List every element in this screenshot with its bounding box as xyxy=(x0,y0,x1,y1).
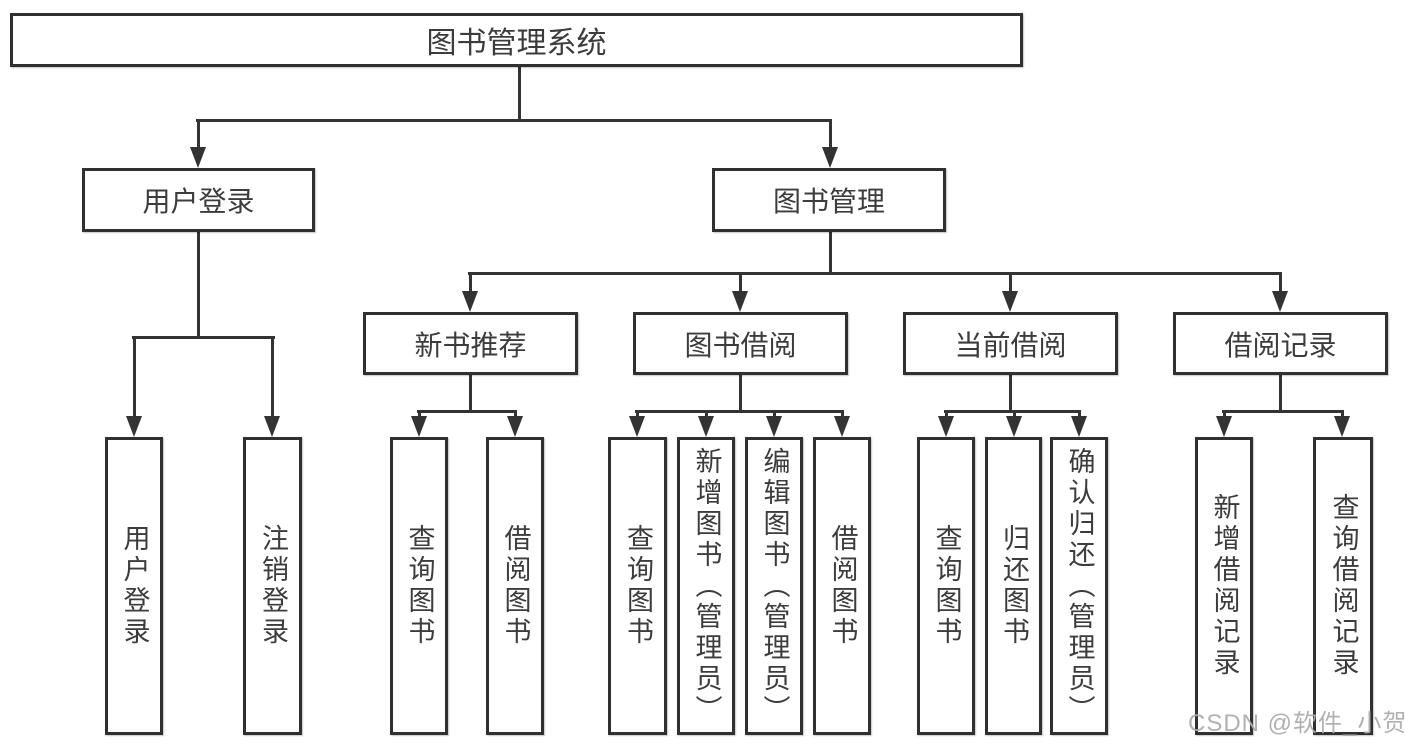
connector-hline xyxy=(196,119,832,122)
node-book-management: 图书管理 xyxy=(712,168,946,232)
connector-hline xyxy=(944,410,1081,413)
leaf-label: 新增借阅记录 xyxy=(1209,493,1240,679)
connector-vline xyxy=(133,336,136,418)
leaf-query-books-recommend: 查询图书 xyxy=(390,437,448,735)
leaf-query-borrow-record: 查询借阅记录 xyxy=(1313,437,1373,735)
node-library-system: 图书管理系统 xyxy=(10,13,1023,67)
arrow-down-icon xyxy=(698,416,714,437)
connector-vline xyxy=(1009,272,1012,293)
connector-vline xyxy=(773,410,776,419)
connector-vline xyxy=(518,65,521,122)
leaf-query-books-current: 查询图书 xyxy=(917,437,975,735)
connector-vline xyxy=(418,410,421,419)
connector-vline xyxy=(514,410,517,419)
leaf-label: 借阅图书 xyxy=(827,524,858,648)
arrow-down-icon xyxy=(1002,291,1018,312)
arrow-down-icon xyxy=(1334,416,1350,437)
arrow-down-icon xyxy=(264,416,280,437)
leaf-label: 注销登录 xyxy=(258,524,288,648)
arrow-down-icon xyxy=(1216,416,1232,437)
connector-vline xyxy=(841,410,844,419)
arrow-down-icon xyxy=(834,416,850,437)
leaf-borrow-books-borrow: 借阅图书 xyxy=(813,437,871,735)
connector-vline xyxy=(945,410,948,419)
connector-vline xyxy=(469,373,472,413)
node-user-login: 用户登录 xyxy=(82,168,315,232)
arrow-down-icon xyxy=(1006,416,1022,437)
connector-vline xyxy=(1279,373,1282,413)
connector-vline xyxy=(197,119,200,150)
leaf-label: 确认归还（管理员） xyxy=(1064,446,1095,726)
node-new-book-recommend: 新书推荐 xyxy=(363,312,578,375)
connector-vline xyxy=(271,336,274,418)
connector-vline xyxy=(1223,410,1226,419)
connector-vline xyxy=(829,119,832,150)
arrow-down-icon xyxy=(1071,416,1087,437)
arrow-down-icon xyxy=(732,291,748,312)
leaf-label: 查询图书 xyxy=(931,524,962,648)
arrow-down-icon xyxy=(766,416,782,437)
connector-vline xyxy=(1009,373,1012,413)
leaf-label: 查询图书 xyxy=(623,524,653,648)
connector-vline xyxy=(1341,410,1344,419)
arrow-down-icon xyxy=(629,416,645,437)
node-current-borrow: 当前借阅 xyxy=(903,312,1118,375)
arrow-down-icon xyxy=(938,416,954,437)
arrow-down-icon xyxy=(1272,291,1288,312)
csdn-watermark: CSDN @软件_小贺同学 xyxy=(1188,710,1405,737)
leaf-confirm-return-admin: 确认归还（管理员） xyxy=(1050,437,1108,735)
arrow-down-icon xyxy=(126,416,142,437)
connector-hline xyxy=(1222,410,1344,413)
arrow-down-icon xyxy=(462,291,478,312)
connector-hline xyxy=(635,410,844,413)
leaf-return-books: 归还图书 xyxy=(985,437,1042,735)
leaf-logout: 注销登录 xyxy=(243,437,302,735)
leaf-edit-book-admin: 编辑图书（管理员） xyxy=(745,437,803,735)
leaf-label: 归还图书 xyxy=(999,524,1029,648)
leaf-add-book-admin: 新增图书（管理员） xyxy=(677,437,735,735)
leaf-label: 查询图书 xyxy=(404,524,435,648)
node-book-borrow: 图书借阅 xyxy=(633,312,848,375)
connector-vline xyxy=(1279,272,1282,293)
node-borrow-records: 借阅记录 xyxy=(1173,312,1388,375)
arrow-down-icon xyxy=(190,147,206,168)
connector-vline xyxy=(1078,410,1081,419)
leaf-add-borrow-record: 新增借阅记录 xyxy=(1195,437,1253,735)
leaf-label: 借阅图书 xyxy=(500,524,531,648)
arrow-down-icon xyxy=(507,416,523,437)
connector-hline xyxy=(132,336,275,339)
connector-vline xyxy=(829,230,832,275)
connector-vline xyxy=(636,410,639,419)
leaf-label: 用户登录 xyxy=(119,524,150,648)
connector-vline xyxy=(739,272,742,293)
connector-vline xyxy=(1013,410,1016,419)
connector-hline xyxy=(468,272,1282,275)
leaf-label: 查询借阅记录 xyxy=(1328,493,1359,679)
leaf-user-login: 用户登录 xyxy=(105,437,163,735)
leaf-query-books-borrow: 查询图书 xyxy=(608,437,667,735)
leaf-label: 编辑图书（管理员） xyxy=(759,446,790,726)
arrow-down-icon xyxy=(822,147,838,168)
connector-vline xyxy=(739,373,742,413)
leaf-borrow-books-recommend: 借阅图书 xyxy=(486,437,544,735)
connector-vline xyxy=(197,230,200,339)
connector-hline xyxy=(417,410,517,413)
connector-vline xyxy=(705,410,708,419)
arrow-down-icon xyxy=(411,416,427,437)
connector-vline xyxy=(469,272,472,293)
leaf-label: 新增图书（管理员） xyxy=(691,446,722,726)
